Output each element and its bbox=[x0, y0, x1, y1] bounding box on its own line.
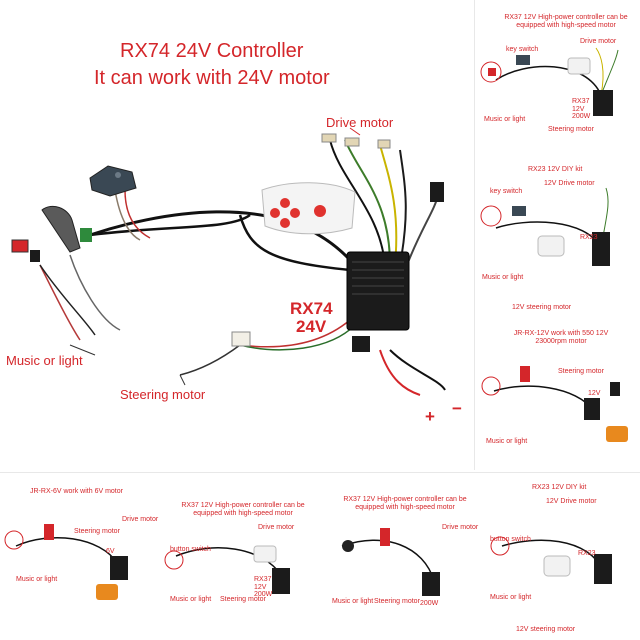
main-title: RX74 24V Controller bbox=[120, 40, 304, 62]
thumbnail-label: 6V bbox=[106, 548, 115, 555]
label-steering-motor: Steering motor bbox=[120, 387, 206, 402]
label-music-or-light: Music or light bbox=[6, 353, 83, 368]
thumbnail-diagram bbox=[481, 366, 628, 442]
thumbnail-title: JR-RX-12V work with 550 12V 23000rpm mot… bbox=[513, 330, 609, 345]
thumbnail-title: JR-RX-6V work with 6V motor bbox=[30, 488, 123, 495]
thumbnail-diagram bbox=[490, 536, 612, 584]
thumbnail-diagram bbox=[4, 524, 128, 600]
thumbnail-diagram bbox=[341, 528, 440, 596]
thumbnail-label: Music or light bbox=[170, 596, 212, 603]
thumbnail-label: Drive motor bbox=[122, 516, 159, 523]
thumbnail-label: Music or light bbox=[482, 274, 524, 281]
thumbnail-label: button switch bbox=[170, 546, 211, 553]
thumbnail-label: 12V Drive motor bbox=[544, 180, 595, 187]
thumbnail-label: RX23 bbox=[580, 234, 598, 241]
thumbnail-label: Steering motor bbox=[220, 596, 266, 603]
thumbnail-label: 12V steering motor bbox=[512, 304, 572, 311]
thumbnail-label: button switch bbox=[490, 536, 531, 543]
thumbnail-label: RX37 12V 200W bbox=[254, 576, 273, 599]
thumbnail-diagram bbox=[480, 187, 610, 266]
label-model: RX74 bbox=[290, 299, 333, 318]
thumbnail-rx37-kit[interactable]: RX37 12V High-power controller can be eq… bbox=[476, 0, 640, 155]
thumbnail-title: RX23 12V DIY kit bbox=[532, 484, 587, 491]
thumbnail-label: Music or light bbox=[490, 594, 532, 601]
label-voltage: 24V bbox=[296, 317, 327, 336]
thumbnail-label: Music or light bbox=[16, 576, 58, 583]
thumbnail-label: RX37 12V 200W bbox=[572, 98, 591, 121]
thumbnail-rx37-controller[interactable]: RX37 12V High-power controller can be eq… bbox=[324, 476, 484, 640]
thumbnail-label: Music or light bbox=[484, 116, 526, 123]
thumbnail-title: RX37 12V High-power controller can be eq… bbox=[181, 502, 305, 517]
label-plus: + bbox=[425, 407, 435, 426]
label-minus: − bbox=[452, 399, 462, 418]
thumbnail-diagram bbox=[480, 47, 619, 116]
thumbnail-label: 12V Drive motor bbox=[546, 498, 597, 505]
divider bbox=[0, 472, 640, 473]
thumbnail-diagram bbox=[164, 545, 290, 594]
thumbnail-rx23-kit[interactable]: RX23 12V DIY kit key switch 12V Drive mo… bbox=[476, 158, 640, 313]
thumbnail-label: Drive motor bbox=[442, 524, 479, 531]
thumbnail-label: Steering motor bbox=[374, 598, 420, 605]
main-product-panel: RX74 24V Controller It can work with 24V… bbox=[6, 40, 462, 426]
thumbnail-jr-rx-12v[interactable]: JR-RX-12V work with 550 12V 23000rpm mot… bbox=[476, 316, 640, 471]
thumbnail-label: Steering motor bbox=[558, 368, 604, 375]
main-subtitle: It can work with 24V motor bbox=[94, 67, 330, 89]
thumbnail-label: 12V bbox=[588, 390, 601, 397]
thumbnail-jr-rx-6v[interactable]: JR-RX-6V work with 6V motor Steering mot… bbox=[0, 476, 160, 640]
thumbnail-label: RX23 bbox=[578, 550, 596, 557]
thumbnail-label: Steering motor bbox=[74, 528, 120, 535]
thumbnail-label: Steering motor bbox=[548, 126, 594, 133]
thumbnail-label: 200W bbox=[420, 600, 439, 607]
thumbnail-label: key switch bbox=[506, 46, 539, 53]
thumbnail-rx23-button[interactable]: RX23 12V DIY kit 12V Drive motor button … bbox=[486, 476, 640, 640]
label-drive-motor: Drive motor bbox=[326, 115, 394, 130]
thumbnail-label: 12V steering motor bbox=[516, 626, 576, 633]
thumbnail-title: RX37 12V High-power controller can be eq… bbox=[504, 14, 628, 29]
thumbnail-label: key switch bbox=[490, 188, 523, 195]
thumbnail-label: Music or light bbox=[332, 598, 374, 605]
thumbnail-title: RX23 12V DIY kit bbox=[528, 166, 583, 173]
thumbnail-label: Drive motor bbox=[258, 524, 295, 531]
thumbnail-label: Music or light bbox=[486, 438, 528, 445]
thumbnail-title: RX37 12V High-power controller can be eq… bbox=[343, 496, 467, 511]
main-wiring-diagram bbox=[11, 127, 446, 396]
divider bbox=[474, 0, 475, 470]
thumbnail-label: Drive motor bbox=[580, 38, 617, 45]
thumbnail-rx37-button[interactable]: RX37 12V High-power controller can be eq… bbox=[162, 476, 322, 640]
